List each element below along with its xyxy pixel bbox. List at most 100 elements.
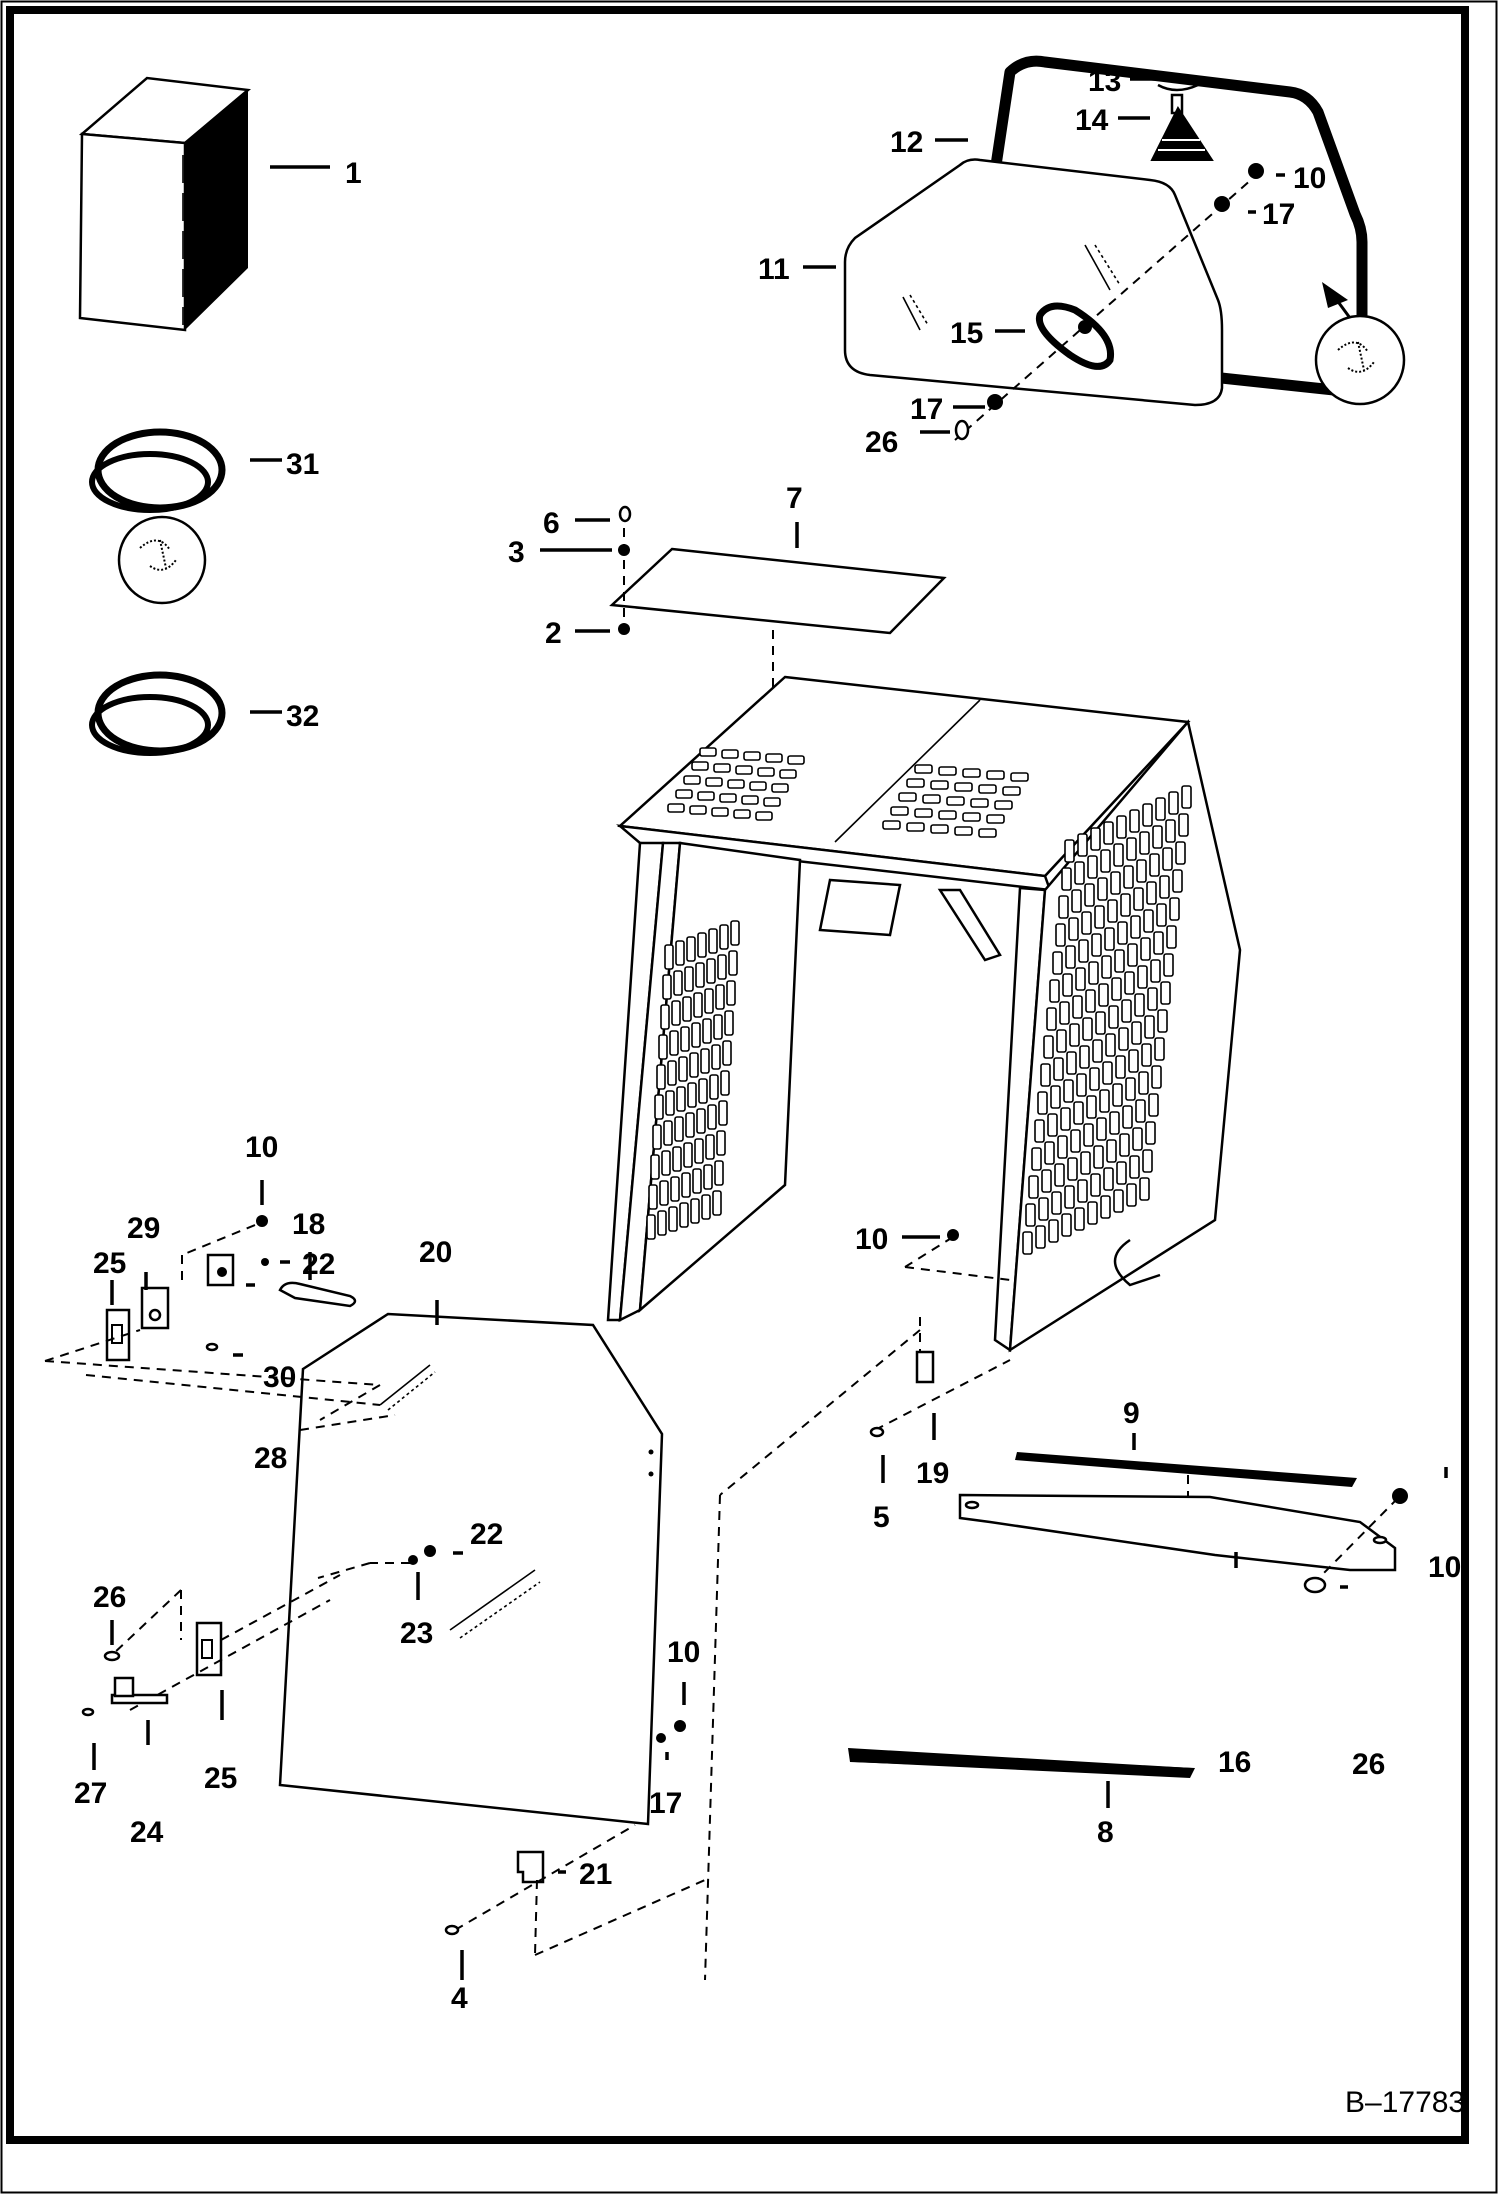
vent-slot bbox=[1153, 931, 1164, 955]
vent-slot bbox=[1152, 825, 1163, 849]
vent-slot bbox=[986, 814, 1005, 824]
vent-slot bbox=[1061, 1213, 1072, 1237]
vent-slot bbox=[1037, 1091, 1048, 1115]
vent-slot bbox=[698, 1078, 708, 1104]
part-6-bolt bbox=[618, 505, 632, 523]
vent-slot bbox=[1074, 861, 1085, 885]
vent-slot bbox=[1095, 1011, 1106, 1035]
vent-slot bbox=[676, 1086, 686, 1112]
vent-slot bbox=[1080, 1151, 1091, 1175]
vent-slot bbox=[1135, 1099, 1146, 1123]
assembly-line bbox=[85, 1374, 381, 1406]
vent-slot bbox=[699, 747, 717, 757]
vent-slot bbox=[724, 1010, 734, 1036]
vent-slot bbox=[678, 1056, 688, 1082]
vent-slot bbox=[1139, 1177, 1150, 1201]
callout-10-bar: 10 bbox=[1428, 1551, 1461, 1584]
vent-slot bbox=[1049, 979, 1060, 1003]
vent-slot bbox=[1083, 1123, 1094, 1147]
vent-slot bbox=[914, 764, 933, 774]
vent-slot bbox=[1127, 943, 1138, 967]
part-5-bolt bbox=[869, 1426, 885, 1438]
vent-slot bbox=[705, 1134, 715, 1160]
vent-slot bbox=[730, 920, 740, 946]
callout-17-door: 17 bbox=[649, 1787, 682, 1820]
vent-slot bbox=[717, 954, 727, 980]
part-8-strip bbox=[848, 1748, 1195, 1808]
callout-6: 6 bbox=[543, 507, 560, 540]
callout-13: 13 bbox=[1088, 65, 1121, 98]
vent-slot bbox=[954, 826, 973, 836]
vent-slot bbox=[683, 1142, 693, 1168]
vent-slot bbox=[1168, 791, 1179, 815]
vent-slot bbox=[1178, 813, 1189, 837]
vent-slot bbox=[679, 1202, 689, 1228]
vent-slot bbox=[726, 980, 736, 1006]
part-24-latch bbox=[110, 1676, 169, 1745]
vent-slot bbox=[1157, 1009, 1168, 1033]
vent-slot bbox=[1114, 949, 1125, 973]
part-1-kit-box bbox=[78, 76, 330, 332]
vent-slot bbox=[1076, 1073, 1087, 1097]
vent-slot bbox=[691, 761, 709, 771]
vent-slot bbox=[1154, 1037, 1165, 1061]
vent-slot bbox=[1087, 1201, 1098, 1225]
vent-slot bbox=[1079, 1045, 1090, 1069]
vent-slot bbox=[986, 770, 1005, 780]
vent-slot bbox=[1121, 999, 1132, 1023]
vent-slot bbox=[1096, 1117, 1107, 1141]
vent-slot bbox=[652, 1124, 662, 1150]
vent-slot bbox=[1120, 893, 1131, 917]
callout-22-bracket: 22 bbox=[302, 1248, 335, 1281]
assembly-line bbox=[874, 1359, 1011, 1431]
part-17-washer-rear-window-upper bbox=[1214, 196, 1230, 212]
vent-slot bbox=[668, 1206, 678, 1232]
vent-slot bbox=[1172, 869, 1183, 893]
vent-slot bbox=[658, 1034, 668, 1060]
vent-slot bbox=[671, 1000, 681, 1026]
vent-slot bbox=[1130, 915, 1141, 939]
vent-slot bbox=[1147, 987, 1158, 1011]
vent-slot bbox=[1118, 1027, 1129, 1051]
vent-slot bbox=[700, 1048, 710, 1074]
vent-slot bbox=[662, 974, 672, 1000]
vent-slot bbox=[1084, 883, 1095, 907]
vent-slot bbox=[1150, 959, 1161, 983]
vent-slot bbox=[1041, 1169, 1052, 1193]
callout-17-rear-window-lower: 17 bbox=[910, 393, 943, 426]
vent-slot bbox=[1110, 871, 1121, 895]
vent-slot bbox=[1159, 875, 1170, 899]
vent-slot bbox=[1052, 951, 1063, 975]
vent-slot bbox=[721, 749, 739, 759]
vent-slot bbox=[660, 1004, 670, 1030]
vent-slot bbox=[648, 1184, 658, 1210]
vent-slot bbox=[1116, 815, 1127, 839]
vent-slot bbox=[1113, 843, 1124, 867]
vent-slot bbox=[1134, 993, 1145, 1017]
vent-slot bbox=[1058, 895, 1069, 919]
part-2-nut bbox=[618, 623, 630, 635]
callout-21: 21 bbox=[579, 1858, 612, 1891]
vent-slot bbox=[1142, 1149, 1153, 1173]
callout-5: 5 bbox=[873, 1501, 890, 1534]
vent-slot bbox=[711, 807, 729, 817]
vent-slot bbox=[1092, 1039, 1103, 1063]
part-10-nut-cab-side bbox=[947, 1229, 959, 1241]
vent-slot bbox=[1140, 937, 1151, 961]
callout-11: 11 bbox=[758, 253, 790, 286]
vent-slot bbox=[1089, 1067, 1100, 1091]
vent-slot bbox=[1034, 1119, 1045, 1143]
vent-slot bbox=[683, 775, 701, 785]
vent-slot bbox=[704, 988, 714, 1014]
vent-slot bbox=[765, 753, 783, 763]
assembly-line bbox=[319, 1384, 381, 1421]
vent-slot bbox=[1097, 877, 1108, 901]
vent-slot bbox=[1116, 1161, 1127, 1185]
callout-25-lower: 25 bbox=[204, 1762, 237, 1795]
vent-slot bbox=[930, 824, 949, 834]
inner-frame bbox=[6, 6, 1469, 2144]
vent-slot bbox=[702, 1018, 712, 1044]
vent-slot bbox=[1129, 809, 1140, 833]
callout-32: 32 bbox=[286, 700, 319, 733]
